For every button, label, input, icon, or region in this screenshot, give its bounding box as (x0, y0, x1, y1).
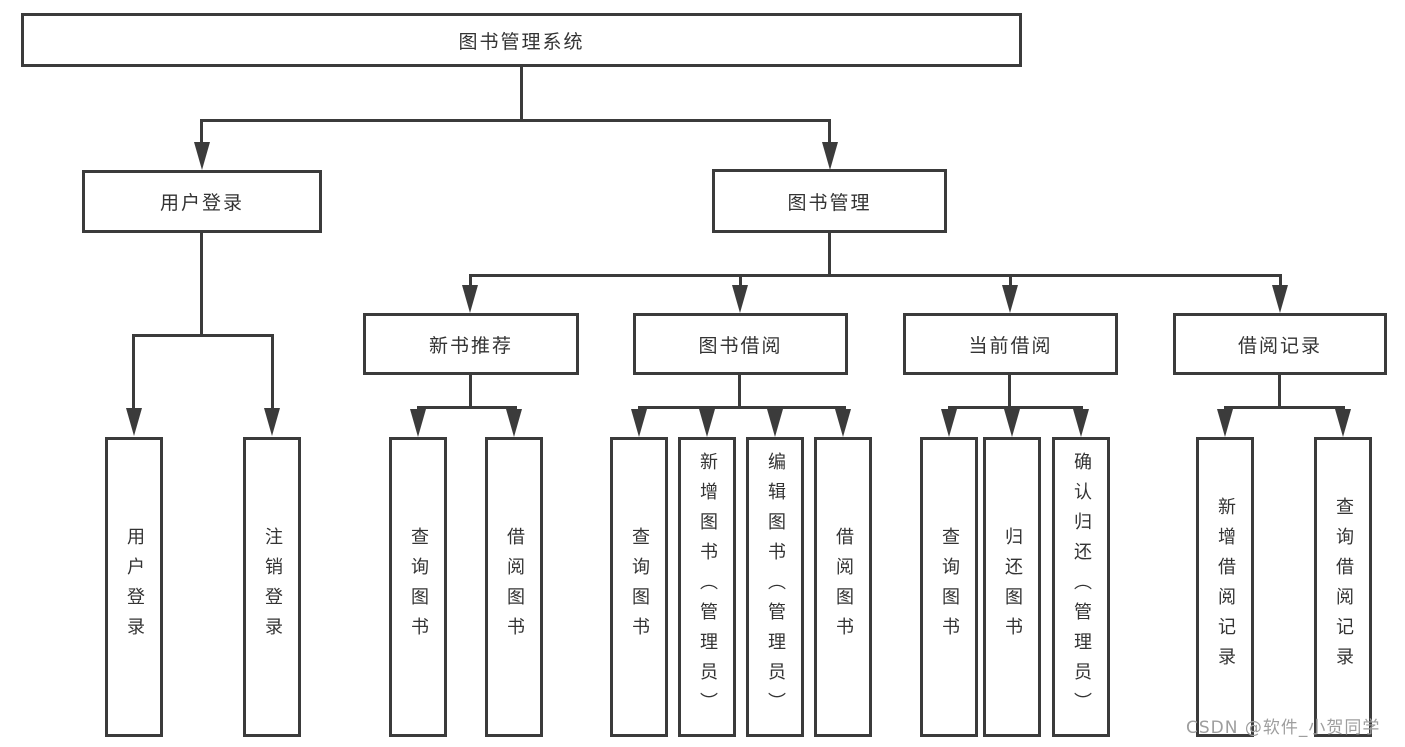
arrow-down-icon (410, 409, 426, 437)
arrow-down-icon (732, 285, 748, 313)
connector-line (828, 233, 831, 276)
arrow-down-icon (194, 142, 210, 170)
leaf-query-books-current-label: 查询图书 (939, 527, 960, 647)
leaf-add-borrow-record: 新增借阅记录 (1196, 437, 1254, 737)
leaf-return-book: 归还图书 (983, 437, 1041, 737)
node-book-borrow-label: 图书借阅 (698, 334, 783, 357)
connector-line (828, 119, 831, 143)
connector-line (1224, 406, 1345, 409)
node-book-borrow: 图书借阅 (633, 313, 848, 375)
leaf-query-books-borrow: 查询图书 (610, 437, 668, 737)
connector-line (1009, 274, 1012, 287)
leaf-logout-label: 注销登录 (262, 527, 283, 647)
leaf-logout: 注销登录 (243, 437, 301, 737)
leaf-user-login-label: 用户登录 (124, 527, 145, 647)
connector-line (469, 374, 472, 409)
arrow-down-icon (1004, 409, 1020, 437)
arrow-down-icon (822, 142, 838, 170)
leaf-query-books-recommend-label: 查询图书 (408, 527, 429, 647)
connector-line (638, 406, 846, 409)
connector-line (520, 67, 523, 120)
leaf-add-book-admin: 新增图书（管理员） (678, 437, 736, 737)
node-root-system: 图书管理系统 (21, 13, 1022, 67)
leaf-confirm-return-admin: 确认归还（管理员） (1052, 437, 1110, 737)
connector-line (200, 119, 831, 122)
leaf-query-books-recommend: 查询图书 (389, 437, 447, 737)
connector-line (1008, 374, 1011, 409)
node-current-borrow: 当前借阅 (903, 313, 1118, 375)
csdn-watermark: CSDN @软件_小贺同学 (1186, 718, 1381, 738)
connector-line (271, 334, 274, 408)
connector-line (132, 334, 274, 337)
node-new-book-recommend: 新书推荐 (363, 313, 579, 375)
connector-line (200, 119, 203, 143)
arrow-down-icon (1272, 285, 1288, 313)
arrow-down-icon (264, 408, 280, 436)
arrow-down-icon (126, 408, 142, 436)
node-borrow-record: 借阅记录 (1173, 313, 1387, 375)
arrow-down-icon (1002, 285, 1018, 313)
arrow-down-icon (1217, 409, 1233, 437)
node-user-login: 用户登录 (82, 170, 322, 233)
connector-line (469, 274, 1282, 277)
node-root-label: 图书管理系统 (458, 30, 585, 53)
node-user-login-label: 用户登录 (159, 192, 244, 214)
arrow-down-icon (699, 409, 715, 437)
leaf-query-books-current: 查询图书 (920, 437, 978, 737)
arrow-down-icon (1335, 409, 1351, 437)
arrow-down-icon (767, 409, 783, 437)
leaf-confirm-return-admin-label: 确认归还（管理员） (1071, 452, 1092, 722)
node-current-borrow-label: 当前借阅 (968, 334, 1053, 357)
leaf-borrow-books: 借阅图书 (814, 437, 872, 737)
connector-line (948, 406, 1083, 409)
leaf-borrow-books-recommend-label: 借阅图书 (504, 527, 525, 647)
connector-line (739, 274, 742, 287)
leaf-edit-book-admin: 编辑图书（管理员） (746, 437, 804, 737)
connector-line (200, 233, 203, 337)
connector-line (417, 406, 517, 409)
arrow-down-icon (462, 285, 478, 313)
arrow-down-icon (631, 409, 647, 437)
node-borrow-record-label: 借阅记录 (1237, 334, 1322, 357)
leaf-edit-book-admin-label: 编辑图书（管理员） (765, 452, 786, 722)
leaf-user-login: 用户登录 (105, 437, 163, 737)
leaf-query-borrow-record: 查询借阅记录 (1314, 437, 1372, 737)
node-new-book-recommend-label: 新书推荐 (428, 334, 513, 357)
leaf-return-book-label: 归还图书 (1002, 527, 1023, 647)
arrow-down-icon (835, 409, 851, 437)
leaf-borrow-books-recommend: 借阅图书 (485, 437, 543, 737)
connector-line (469, 274, 472, 287)
arrow-down-icon (1073, 409, 1089, 437)
connector-line (132, 334, 135, 408)
leaf-add-borrow-record-label: 新增借阅记录 (1215, 497, 1236, 677)
node-book-management: 图书管理 (712, 169, 947, 233)
arrow-down-icon (506, 409, 522, 437)
connector-line (1279, 274, 1282, 287)
leaf-query-books-borrow-label: 查询图书 (629, 527, 650, 647)
connector-line (1278, 374, 1281, 409)
leaf-borrow-books-label: 借阅图书 (833, 527, 854, 647)
arrow-down-icon (941, 409, 957, 437)
leaf-query-borrow-record-label: 查询借阅记录 (1333, 497, 1354, 677)
node-book-management-label: 图书管理 (787, 191, 872, 214)
leaf-add-book-admin-label: 新增图书（管理员） (697, 452, 718, 722)
connector-line (738, 374, 741, 409)
